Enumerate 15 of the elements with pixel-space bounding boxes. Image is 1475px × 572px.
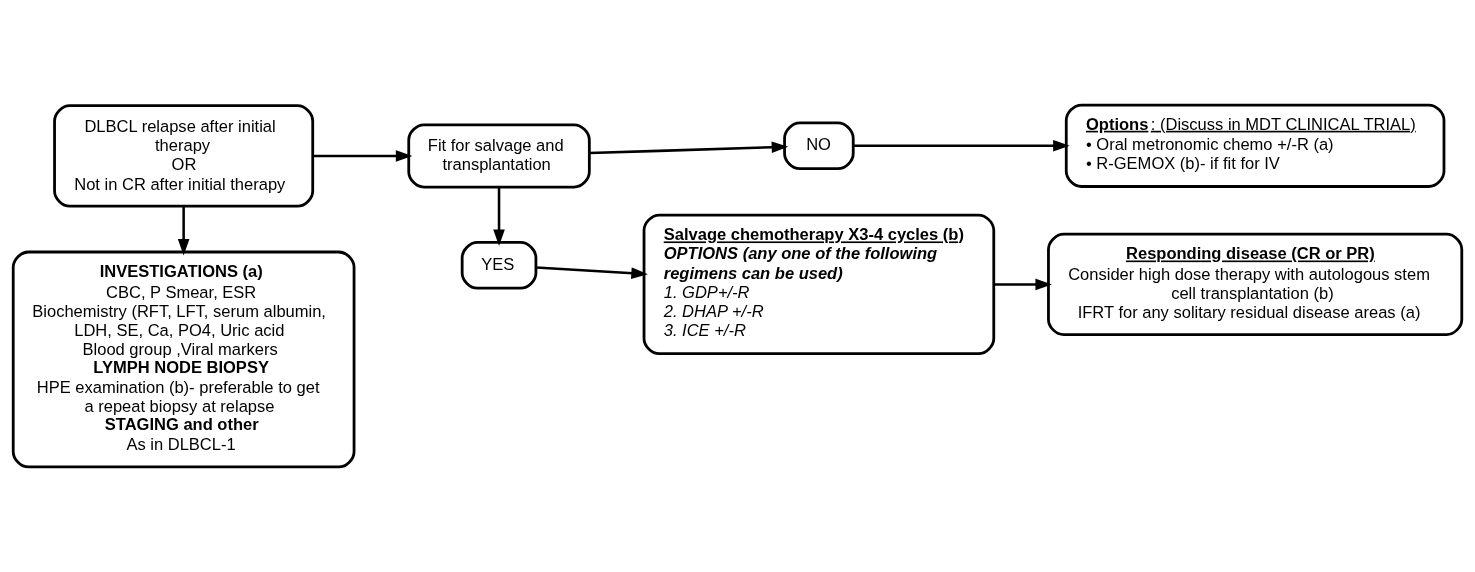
arrow bbox=[994, 278, 1052, 291]
node-box: NO bbox=[783, 121, 855, 171]
arrow bbox=[313, 150, 413, 162]
node-box: Responding disease (CR or PR) Consider high dose therapy with autologous stem cell transplantation (b) IFRT for any solitary residual disease areas (a) bbox=[1047, 232, 1464, 337]
arrow bbox=[589, 141, 789, 155]
node-box: YES bbox=[460, 241, 538, 290]
node-box: Salvage chemotherapy X3-4 cycles (b) OPTIONS (any one of the following regimens can be used) 1. GDP+/-R 2. DHAP +/-R 3. ICE +/-R bbox=[642, 213, 996, 356]
arrow bbox=[177, 206, 190, 256]
arrow bbox=[853, 140, 1070, 152]
arrow bbox=[493, 187, 505, 247]
node-box: Options: (Discuss in MDT CLINICAL TRIAL) • Oral metronomic chemo +/-R (a) • R-GEMOX (b)- if fit for IV bbox=[1064, 103, 1446, 188]
arrow bbox=[536, 266, 648, 279]
node-box: Fit for salvage and transplantation bbox=[407, 123, 591, 189]
node-box: INVESTIGATIONS (a) CBC, P Smear, ESR Biochemistry (RFT, LFT, serum albumin, LDH, SE, Ca, PO4, Uric acid Blood group ,Viral markers LYMPH NODE BIOPSY HPE examination (b)- preferable to get a repeat biopsy at relapse STAGING and other As in DLBCL-1 bbox=[11, 250, 356, 469]
node-box: DLBCL relapse after initial therapy OR Not in CR after initial therapy bbox=[53, 104, 315, 208]
